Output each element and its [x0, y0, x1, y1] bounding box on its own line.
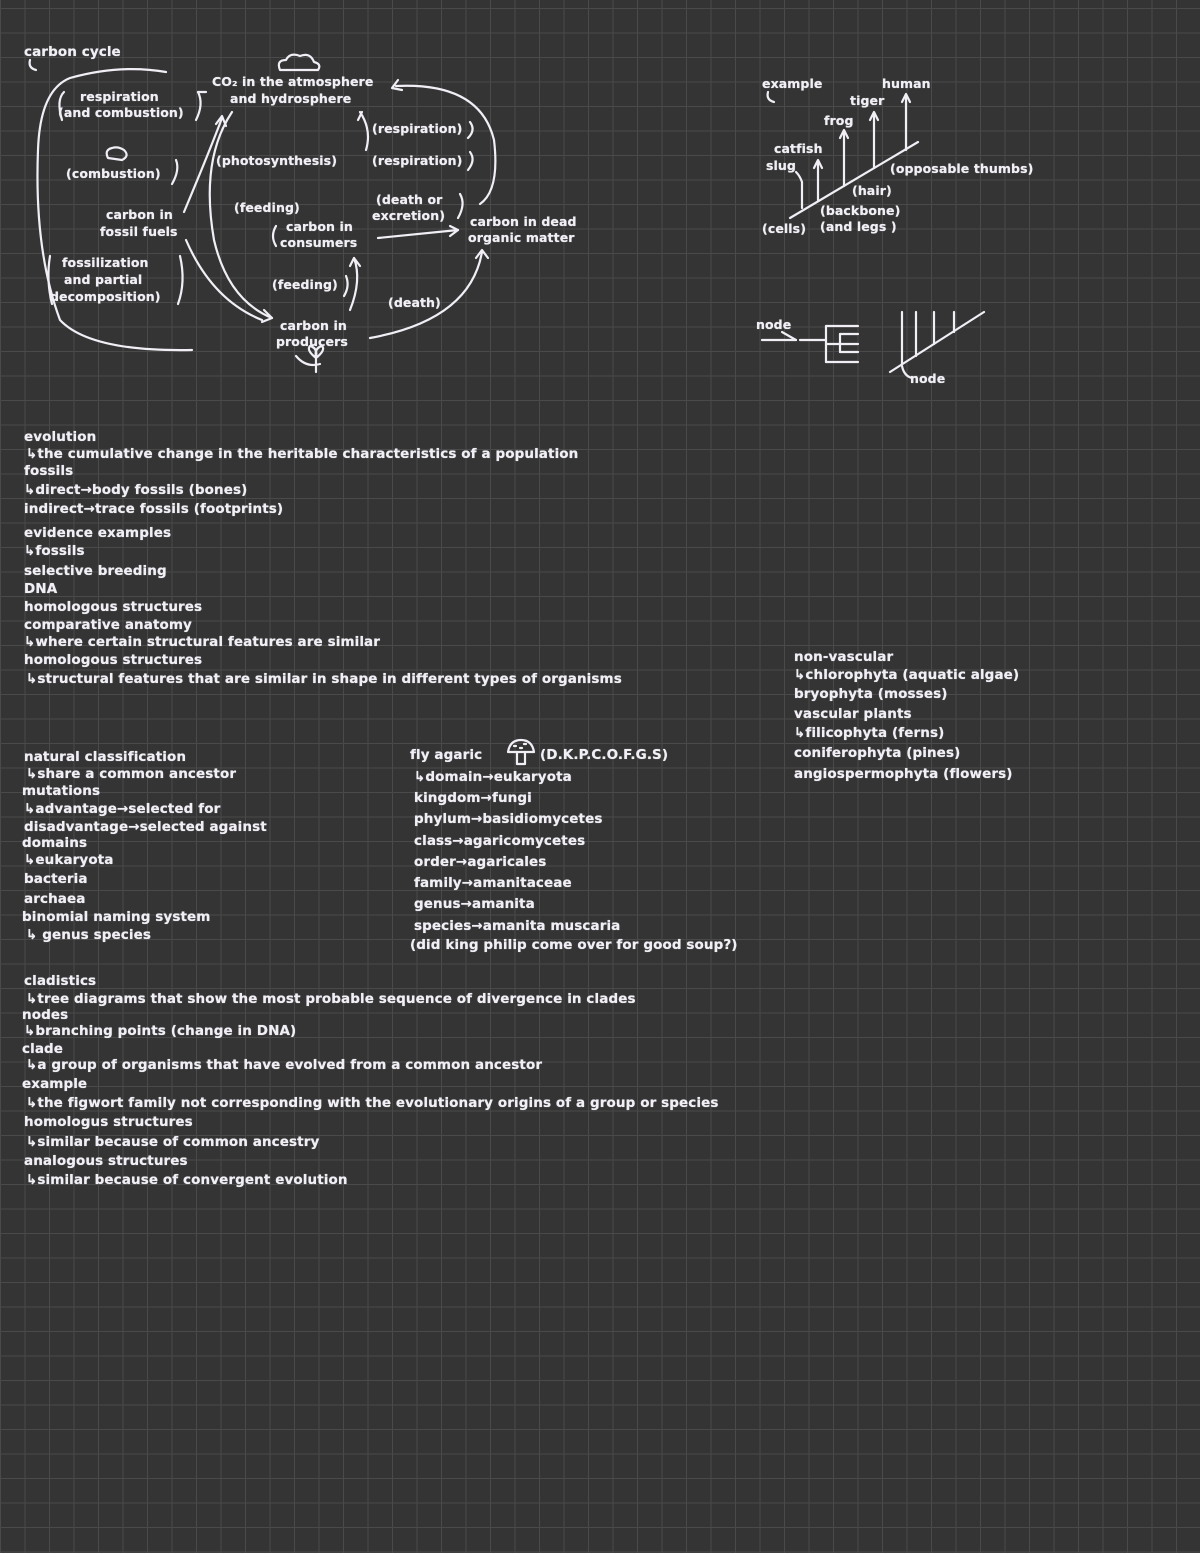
note-line: indirect→trace fossils (footprints)	[24, 501, 284, 517]
node-atmosphere-line1: CO₂ in the atmosphere	[212, 74, 374, 89]
label-respiration-top: (respiration)	[372, 121, 463, 136]
carbon-cycle-arrows	[28, 53, 497, 374]
label-fossilization-line3: decomposition)	[50, 289, 161, 304]
label-respiration-mid: (respiration)	[372, 153, 463, 168]
note-line: ↳similar because of convergent evolution	[26, 1172, 348, 1188]
taxon-rank-line: family→amanitaceae	[414, 875, 572, 891]
node-dead-matter-line1: carbon in dead	[470, 214, 577, 229]
label-and-combustion: (and combustion)	[58, 105, 184, 120]
trait-opposable-thumbs: (opposable thumbs)	[890, 161, 1034, 176]
taxon-rank-line: kingdom→fungi	[414, 790, 532, 806]
plant-line: ↳chlorophyta (aquatic algae)	[794, 667, 1020, 683]
node-consumers-line1: carbon in	[286, 219, 353, 234]
note-line: ↳similar because of common ancestry	[26, 1134, 320, 1150]
mushroom-icon	[506, 738, 536, 766]
note-line: homologous structures	[24, 599, 203, 615]
taxon-rank-line: phylum→basidiomycetes	[414, 811, 603, 827]
note-line: mutations	[22, 783, 101, 799]
note-line: ↳structural features that are similar in…	[26, 671, 622, 687]
taxon-rank-line: species→amanita muscaria	[414, 918, 621, 934]
example-label: example	[762, 76, 823, 91]
node-atmosphere-line2: and hydrosphere	[230, 91, 352, 106]
node-producers-line1: carbon in	[280, 318, 347, 333]
note-line: selective breeding	[24, 563, 167, 579]
carbon-cycle-title: carbon cycle	[24, 44, 121, 60]
plant-line: bryophyta (mosses)	[794, 686, 948, 702]
trait-cells: (cells)	[762, 221, 807, 236]
note-line: ↳share a common ancestor	[26, 766, 237, 782]
taxon-rank-line: ↳domain→eukaryota	[414, 769, 572, 785]
label-combustion: (combustion)	[66, 166, 161, 181]
note-line: disadvantage→selected against	[24, 819, 267, 835]
taxon-rank-line: order→agaricales	[414, 854, 547, 870]
label-feeding-lower: (feeding)	[272, 277, 338, 292]
note-line: binomial naming system	[22, 909, 211, 925]
note-line: ↳eukaryota	[24, 852, 114, 868]
note-line: ↳direct→body fossils (bones)	[24, 482, 248, 498]
note-line: example	[22, 1076, 88, 1092]
note-line: bacteria	[24, 871, 88, 887]
note-line: natural classification	[24, 749, 187, 765]
taxon-human: human	[882, 76, 931, 91]
plant-line: non-vascular	[794, 649, 894, 665]
note-line: ↳ genus species	[26, 927, 151, 943]
trait-hair: (hair)	[852, 183, 892, 198]
plant-icon	[307, 344, 325, 374]
taxon-rank-line: genus→amanita	[414, 896, 535, 912]
note-line: ↳the figwort family not corresponding wi…	[26, 1095, 719, 1111]
node-consumers-line2: consumers	[280, 235, 358, 250]
label-photosynthesis: (photosynthesis)	[216, 153, 338, 168]
node-dead-matter-line2: organic matter	[468, 230, 575, 245]
note-line: ↳tree diagrams that show the most probab…	[26, 991, 636, 1007]
taxon-tiger: tiger	[850, 93, 885, 108]
taxon-frog: frog	[824, 113, 854, 128]
note-line: ↳fossils	[24, 543, 85, 559]
taxon-rank-line: class→agaricomycetes	[414, 833, 586, 849]
trait-backbone-line1: (backbone)	[820, 203, 901, 218]
label-fossilization-line2: and partial	[64, 272, 143, 287]
note-line: cladistics	[24, 973, 97, 989]
note-line: homologous structures	[24, 652, 203, 668]
cladogram-lines	[760, 90, 986, 380]
plant-line: angiospermophyta (flowers)	[794, 766, 1013, 782]
mnemonic-letters: (D.K.P.C.O.F.G.S)	[540, 747, 669, 763]
node-fossil-fuels-line2: fossil fuels	[100, 224, 178, 239]
node-label-right: node	[910, 371, 946, 386]
trait-backbone-line2: (and legs )	[820, 219, 897, 234]
label-death: (death)	[388, 295, 441, 310]
note-line: homologus structures	[24, 1114, 193, 1130]
label-feeding-upper: (feeding)	[234, 200, 300, 215]
mnemonic-sentence: (did king philip come over for good soup…	[410, 937, 738, 953]
label-death-excretion-line1: (death or	[376, 192, 443, 207]
note-line: fossils	[24, 463, 74, 479]
note-line: evidence examples	[24, 525, 172, 541]
label-fossilization-line1: fossilization	[62, 255, 149, 270]
plant-line: vascular plants	[794, 706, 912, 722]
note-line: ↳where certain structural features are s…	[24, 634, 381, 650]
note-line: ↳advantage→selected for	[24, 801, 221, 817]
note-line: DNA	[24, 581, 58, 597]
node-label-left: node	[756, 317, 792, 332]
plant-line: coniferophyta (pines)	[794, 745, 961, 761]
node-producers-line2: producers	[276, 334, 348, 349]
fly-agaric-title: fly agaric	[410, 747, 483, 763]
note-line: nodes	[22, 1007, 69, 1023]
note-line: ↳the cumulative change in the heritable …	[26, 446, 579, 462]
cloud-icon	[277, 53, 321, 72]
taxon-slug: slug	[766, 158, 796, 173]
note-line: domains	[22, 835, 88, 851]
note-line: comparative anatomy	[24, 617, 192, 633]
note-line: clade	[22, 1041, 64, 1057]
plant-line: ↳filicophyta (ferns)	[794, 725, 945, 741]
note-line: analogous structures	[24, 1153, 188, 1169]
label-death-excretion-line2: excretion)	[372, 208, 446, 223]
note-line: ↳branching points (change in DNA)	[24, 1023, 297, 1039]
label-respiration: respiration	[80, 89, 159, 104]
note-line: archaea	[24, 891, 86, 907]
fire-icon	[105, 146, 128, 162]
taxon-catfish: catfish	[774, 141, 823, 156]
note-line: evolution	[24, 429, 97, 445]
node-fossil-fuels-line1: carbon in	[106, 207, 173, 222]
note-line: ↳a group of organisms that have evolved …	[26, 1057, 543, 1073]
